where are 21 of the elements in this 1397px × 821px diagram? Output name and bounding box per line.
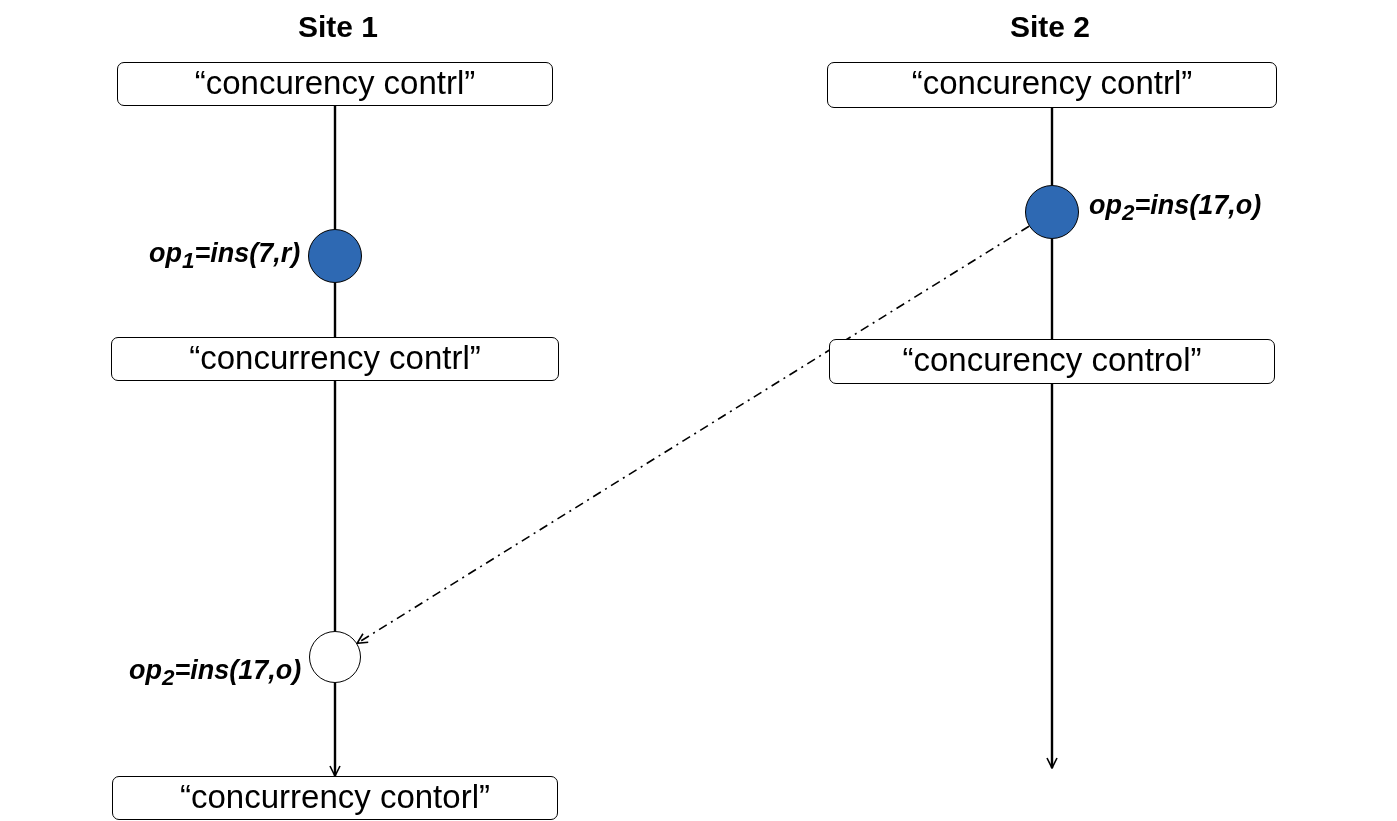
site-heading: Site 2	[1010, 10, 1090, 44]
text-state-box: “concurency contrl”	[827, 62, 1277, 108]
timeline-line	[1050, 239, 1054, 339]
event-circle	[309, 631, 361, 683]
text-state-box: “concurency contrl”	[117, 62, 553, 106]
timeline-arrow	[1046, 384, 1058, 769]
timeline-line	[333, 106, 337, 229]
dash-dot-arrow	[356, 225, 1030, 645]
timeline-line	[333, 283, 337, 337]
text-state-box: “concurrency contorl”	[112, 776, 558, 820]
site-heading: Site 1	[298, 10, 378, 44]
timeline-line	[333, 381, 337, 631]
text-state-box: “concurency control”	[829, 339, 1275, 384]
operation-label: op$_{2}$=ins(17,o)	[1089, 190, 1262, 227]
event-circle	[1025, 185, 1079, 239]
event-circle	[308, 229, 362, 283]
operation-label: op$_{1}$=ins(7,r)	[149, 238, 301, 275]
text-state-box: “concurrency contrl”	[111, 337, 559, 381]
operation-label: op$_{2}$=ins(17,o)	[129, 655, 302, 692]
timeline-arrow	[329, 683, 341, 777]
timeline-line	[1050, 108, 1054, 185]
